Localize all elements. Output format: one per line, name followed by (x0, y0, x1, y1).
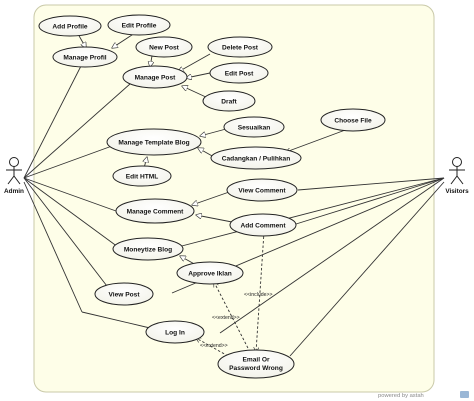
svg-text:Email Or: Email Or (242, 357, 270, 364)
powered-by-text: powered by astah (378, 393, 424, 399)
use-case-approve-iklan[interactable]: Approve Iklan (176, 261, 244, 285)
svg-text:Edit Post: Edit Post (225, 70, 254, 77)
use-case-log-in[interactable]: Log In (145, 320, 205, 344)
svg-text:Approve Iklan: Approve Iklan (188, 270, 232, 277)
use-case-view-post[interactable]: View Post (94, 282, 154, 306)
use-case-cadangkan-pulihkan[interactable]: Cadangkan / Pulihkan (210, 146, 302, 170)
actor-visitors-label: Visitors (445, 188, 469, 195)
svg-text:Password Wrong: Password Wrong (229, 365, 283, 372)
svg-text:Manage Profil: Manage Profil (63, 54, 106, 61)
use-case-edit-html[interactable]: Edit HTML (112, 165, 172, 187)
use-case-edit-post[interactable]: Edit Post (209, 62, 269, 84)
use-case-edit-profile[interactable]: Edit Profile (107, 14, 171, 36)
svg-text:Cadangkan / Pulihkan: Cadangkan / Pulihkan (222, 155, 291, 162)
svg-text:Manage Comment: Manage Comment (127, 208, 185, 215)
svg-text:New Post: New Post (149, 44, 179, 51)
use-case-draft[interactable]: Draft (202, 90, 256, 112)
svg-text:Delete Post: Delete Post (222, 44, 259, 51)
svg-text:Add Comment: Add Comment (240, 222, 286, 229)
svg-text:Draft: Draft (221, 98, 237, 105)
use-case-manage-comment[interactable]: Manage Comment (115, 198, 195, 224)
svg-text:Add Profile: Add Profile (52, 23, 88, 30)
use-case-delete-post[interactable]: Delete Post (207, 36, 273, 58)
extend-label-1: <<extend>> (212, 315, 240, 321)
use-case-email-or-password-wrong[interactable]: Email Or Password Wrong (217, 349, 295, 379)
actor-visitors[interactable] (449, 157, 465, 185)
use-case-view-comment[interactable]: View Comment (226, 178, 298, 202)
svg-text:Manage Post: Manage Post (135, 74, 176, 81)
use-case-manage-post[interactable]: Manage Post (122, 65, 188, 89)
dependency-lines (196, 231, 265, 357)
actor-admin[interactable] (6, 157, 22, 185)
svg-text:Choose File: Choose File (334, 117, 372, 124)
svg-text:View Post: View Post (108, 291, 140, 298)
actor-admin-label: Admin (4, 188, 24, 195)
use-case-manage-profil[interactable]: Manage Profil (52, 46, 118, 68)
svg-text:Sesuaikan: Sesuaikan (238, 124, 271, 131)
include-label: <<include>> (244, 292, 273, 298)
svg-text:Moneytize Blog: Moneytize Blog (124, 246, 172, 253)
svg-text:Edit HTML: Edit HTML (126, 173, 159, 180)
extend-label-2: <<extend>> (200, 343, 228, 349)
use-case-add-profile[interactable]: Add Profile (38, 15, 102, 37)
svg-text:View Comment: View Comment (238, 187, 286, 194)
svg-text:Edit Profile: Edit Profile (122, 22, 157, 29)
admin-associations (23, 63, 151, 329)
use-case-new-post[interactable]: New Post (135, 36, 193, 58)
use-case-sesuaikan[interactable]: Sesuaikan (223, 116, 285, 138)
use-case-manage-template-blog[interactable]: Manage Template Blog (106, 128, 202, 156)
use-case-choose-file[interactable]: Choose File (320, 108, 386, 132)
use-case-moneytize-blog[interactable]: Moneytize Blog (112, 237, 184, 261)
astah-logo-icon (460, 391, 469, 398)
use-case-add-comment[interactable]: Add Comment (229, 213, 297, 237)
svg-text:Log In: Log In (165, 329, 185, 336)
svg-text:Manage Template Blog: Manage Template Blog (118, 139, 189, 146)
